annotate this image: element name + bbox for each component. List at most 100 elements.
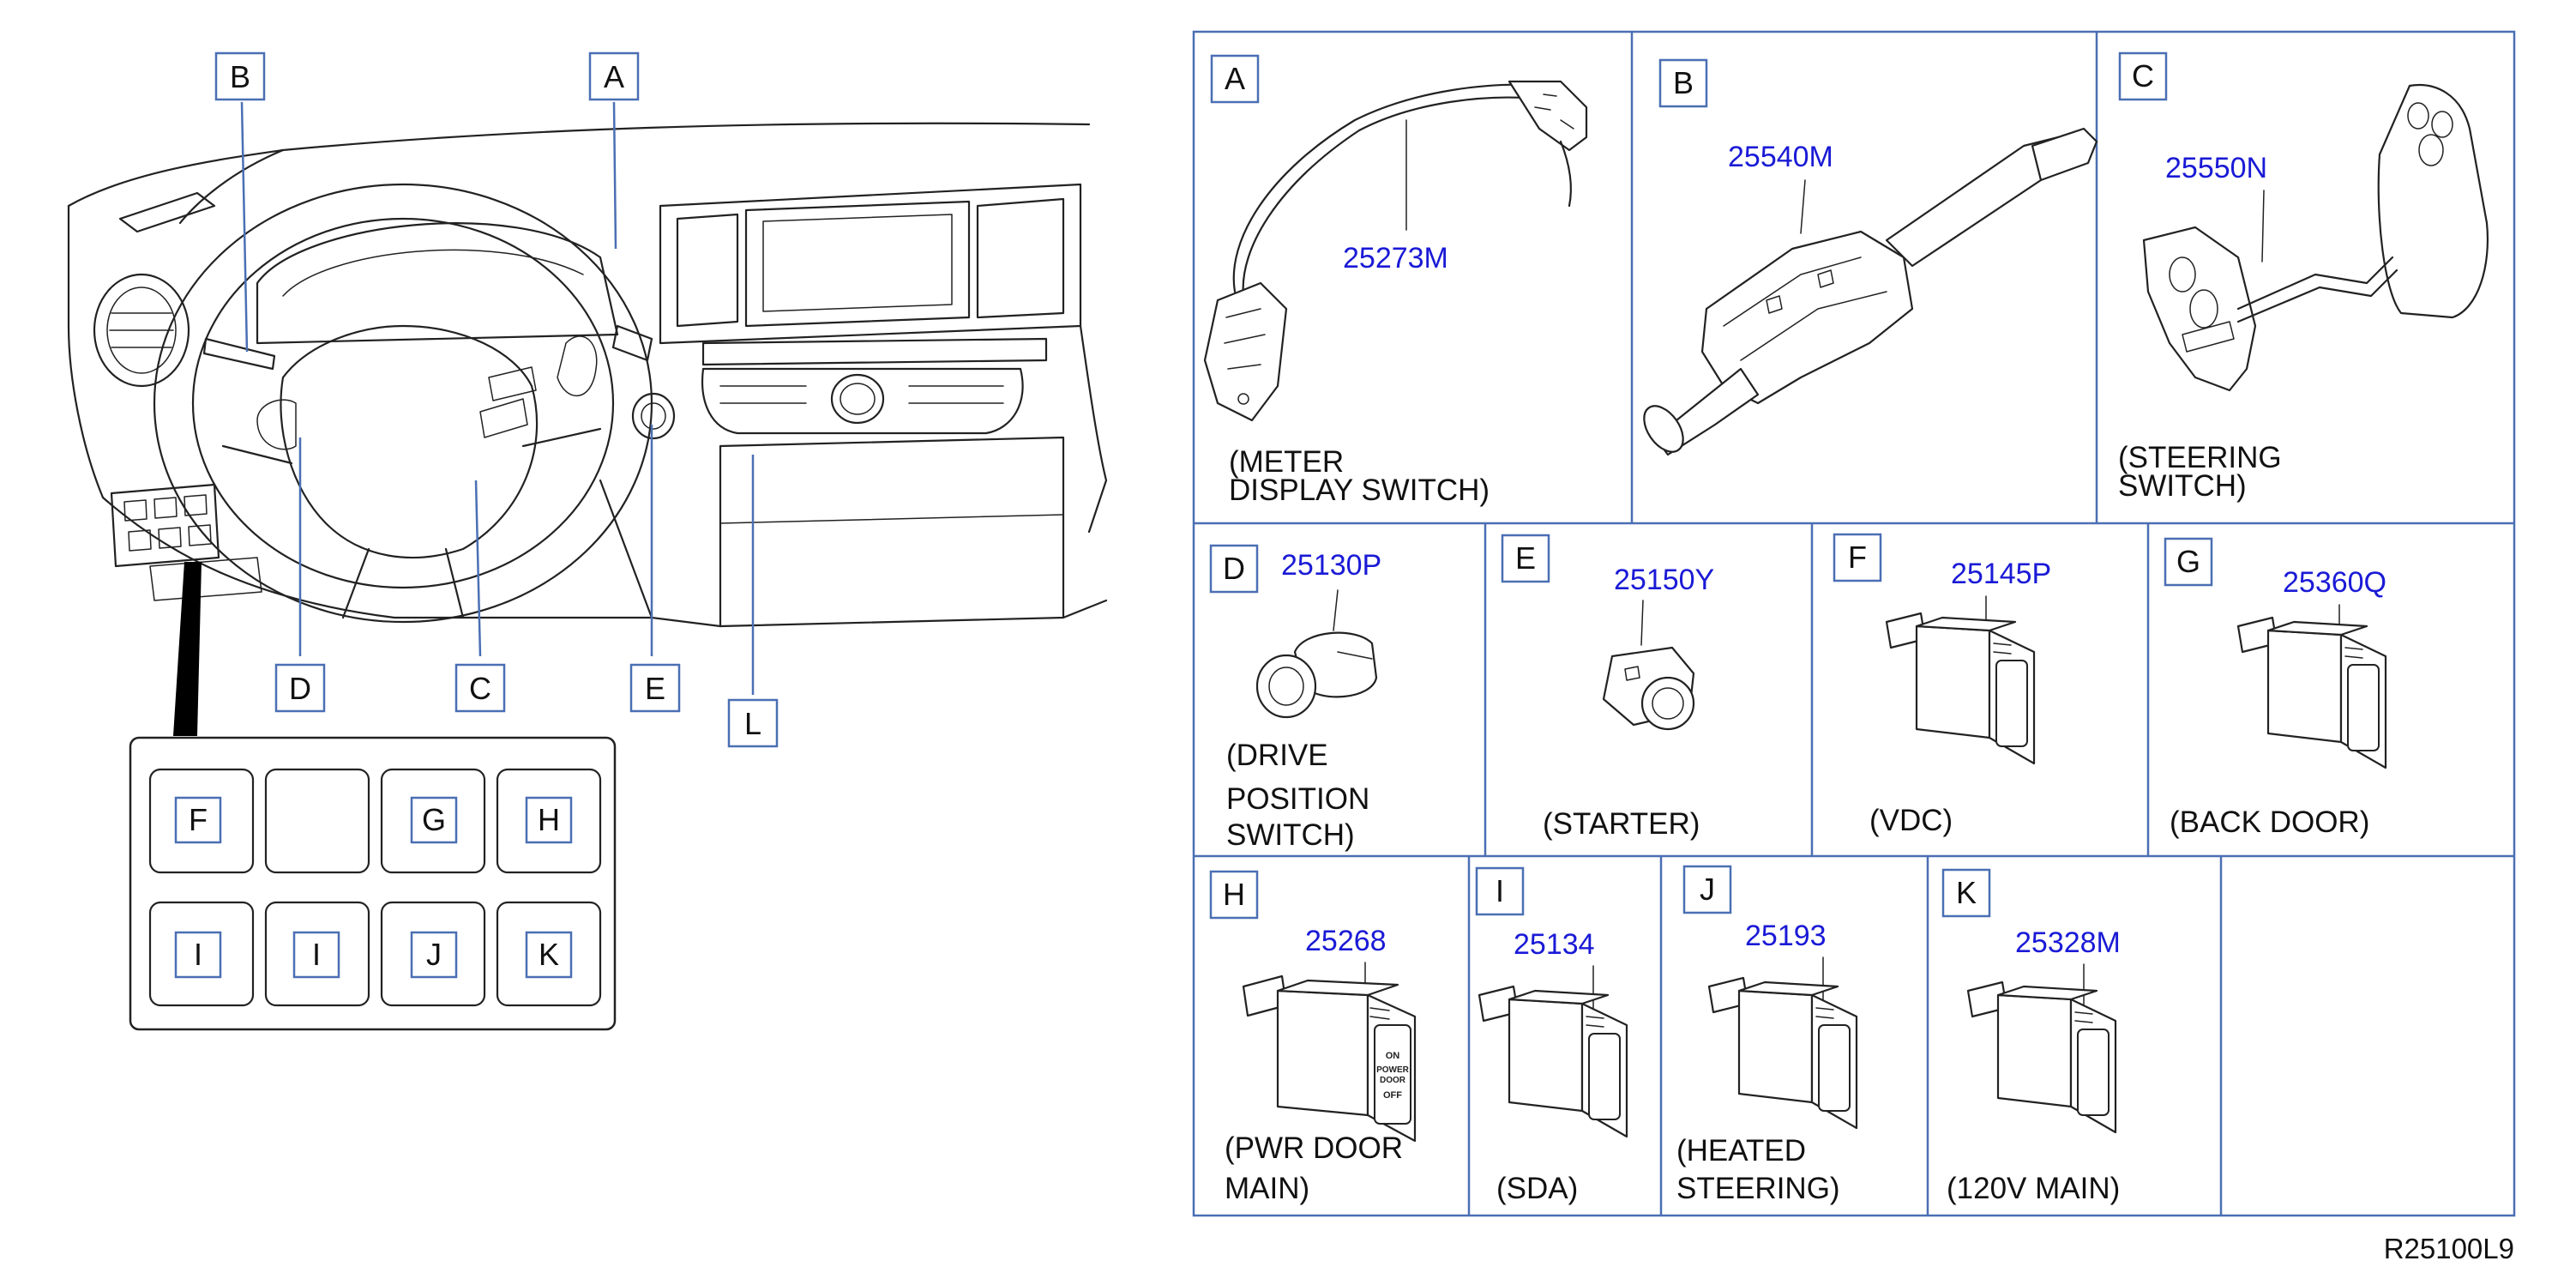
callout-l-label: L (744, 706, 761, 741)
grid-border (1192, 30, 2516, 1217)
cell-d-caption-line-3: SWITCH) (1226, 818, 1355, 852)
callout-box-e: E (629, 663, 681, 713)
part-cell-a: A 25273M (METER DISPLAY SWITCH) (1203, 54, 1588, 507)
cell-a-caption-line-2: DISPLAY SWITCH) (1229, 474, 1490, 507)
callout-a-label: A (604, 59, 624, 94)
part-cell-c: C 25550N (STEERING SWITCH) (2118, 51, 2489, 503)
120v-main-switch-drawing (1966, 980, 2117, 1134)
inset-label-f: F (189, 802, 208, 837)
switch-panel-inset: F G H I I (129, 736, 617, 1031)
cell-j-letter: J (1700, 872, 1715, 907)
overview-leader-lines (173, 101, 755, 736)
cell-a-letter: A (1225, 61, 1245, 96)
cell-f-caption-line-1: (VDC) (1869, 804, 1953, 837)
cell-c-letter: C (2132, 58, 2154, 94)
cell-j-caption-line-1: (HEATED (1676, 1134, 1806, 1167)
callout-d-label: D (289, 671, 311, 706)
cell-k-caption-line-1: (120V MAIN) (1947, 1172, 2120, 1205)
cell-c-part-number: 25550N (2165, 152, 2267, 184)
callout-box-a: A (588, 51, 640, 101)
cell-g-caption-line-1: (BACK DOOR) (2170, 805, 2369, 839)
reference-code: R25100L9 (2384, 1233, 2514, 1264)
inset-slot-blank (264, 768, 370, 874)
inset-label-k: K (539, 937, 559, 972)
inset-pointer (173, 562, 202, 736)
leader-a (612, 101, 617, 250)
callout-b-label: B (230, 59, 250, 94)
part-cell-j: J 25193 (HEATED STEERING) (1676, 865, 1858, 1205)
cell-f-part-number: 25145P (1951, 558, 2051, 590)
dashboard-illustration (67, 122, 1108, 628)
part-cell-d: D 25130P (DRIVE POSITION SWITCH) (1209, 544, 1381, 852)
cell-d-part-number: 25130P (1281, 549, 1381, 582)
cell-g-part-number: 25360Q (2283, 566, 2386, 599)
cell-g-letter: G (2176, 544, 2200, 579)
inset-slot-i-1: I (148, 901, 255, 1007)
cell-i-letter: I (1496, 873, 1504, 908)
leader-c (474, 480, 482, 657)
switch-face-on: ON (1386, 1051, 1400, 1061)
callout-box-b: B (214, 51, 266, 101)
callout-box-d: D (274, 663, 326, 713)
inset-label-i-2: I (312, 937, 321, 972)
callout-e-label: E (645, 671, 665, 706)
switch-face-power: POWER (1376, 1065, 1410, 1075)
cell-b-letter: B (1673, 65, 1694, 100)
cell-e-caption-line-1: (STARTER) (1543, 807, 1700, 841)
cell-d-caption-line-1: (DRIVE (1226, 739, 1328, 772)
inset-slot-k: K (496, 901, 602, 1007)
inset-slot-j: J (380, 901, 486, 1007)
part-cell-g: G 25360Q (BACK DOOR) (2164, 537, 2387, 839)
power-door-switch-drawing: ON POWER DOOR OFF (1242, 974, 1417, 1143)
combination-switch-drawing (1643, 127, 2098, 456)
cell-a-part-number: 25273M (1343, 242, 1448, 275)
steering-switch-drawing (2142, 84, 2489, 392)
cell-k-letter: K (1956, 875, 1977, 910)
cell-j-part-number: 25193 (1745, 920, 1827, 952)
cell-f-letter: F (1848, 540, 1867, 575)
switch-face-off: OFF (1383, 1090, 1402, 1101)
cell-a-caption-line-1: (METER (1229, 445, 1344, 479)
cell-c-caption-line-2: SWITCH) (2118, 469, 2247, 503)
cell-e-letter: E (1515, 540, 1536, 576)
drive-position-switch-drawing (1255, 631, 1378, 719)
cell-d-caption-line-2: POSITION (1226, 782, 1369, 816)
part-cell-f: F 25145P (VDC) (1833, 533, 2051, 837)
dashboard-overview: B A D C E L F (67, 51, 1108, 1031)
cell-b-part-number: 25540M (1728, 141, 1833, 173)
meter-display-switch-drawing (1203, 80, 1588, 422)
cell-d-letter: D (1223, 551, 1245, 586)
inset-slot-f: F (148, 768, 255, 874)
inset-label-i-1: I (194, 937, 202, 972)
inset-slot-g: G (380, 768, 486, 874)
part-cell-b: B 25540M (1643, 58, 2098, 456)
switch-face-door: DOOR (1380, 1076, 1406, 1085)
part-cell-e: E 25150Y (STARTER) (1501, 534, 1714, 841)
cell-e-part-number: 25150Y (1614, 564, 1714, 596)
callout-box-l: L (727, 698, 779, 748)
part-cell-h: H 25268 ON POWER DOOR OFF (PWR DOOR MAIN… (1209, 870, 1417, 1205)
part-cell-k: K 25328M (120V MAIN) (1941, 868, 2121, 1205)
cell-h-caption-line-2: MAIN) (1225, 1172, 1309, 1205)
cell-i-caption-line-1: (SDA) (1496, 1172, 1578, 1205)
leader-b (240, 101, 249, 353)
callout-c-label: C (469, 671, 491, 706)
cell-c-caption-line-1: (STEERING (2118, 441, 2282, 474)
inset-label-g: G (422, 802, 446, 837)
starter-switch-drawing (1602, 646, 1695, 731)
inset-slot-h: H (496, 768, 602, 874)
inset-slot-i-2: I (264, 901, 370, 1007)
heated-steering-switch-drawing (1707, 976, 1858, 1130)
cell-k-part-number: 25328M (2015, 926, 2121, 959)
vdc-switch-drawing (1885, 612, 2036, 765)
cell-h-letter: H (1223, 877, 1245, 912)
cell-j-caption-line-2: STEERING) (1676, 1172, 1840, 1205)
cell-h-caption-line-1: (PWR DOOR (1225, 1131, 1403, 1165)
inset-label-h: H (538, 802, 560, 837)
callout-box-c: C (454, 663, 506, 713)
cell-i-part-number: 25134 (1514, 928, 1595, 961)
cell-h-part-number: 25268 (1305, 925, 1387, 957)
parts-grid: A 25273M (METER DISPLAY SWITCH) B 25540M (1192, 30, 2516, 1217)
sda-switch-drawing (1478, 985, 1628, 1138)
